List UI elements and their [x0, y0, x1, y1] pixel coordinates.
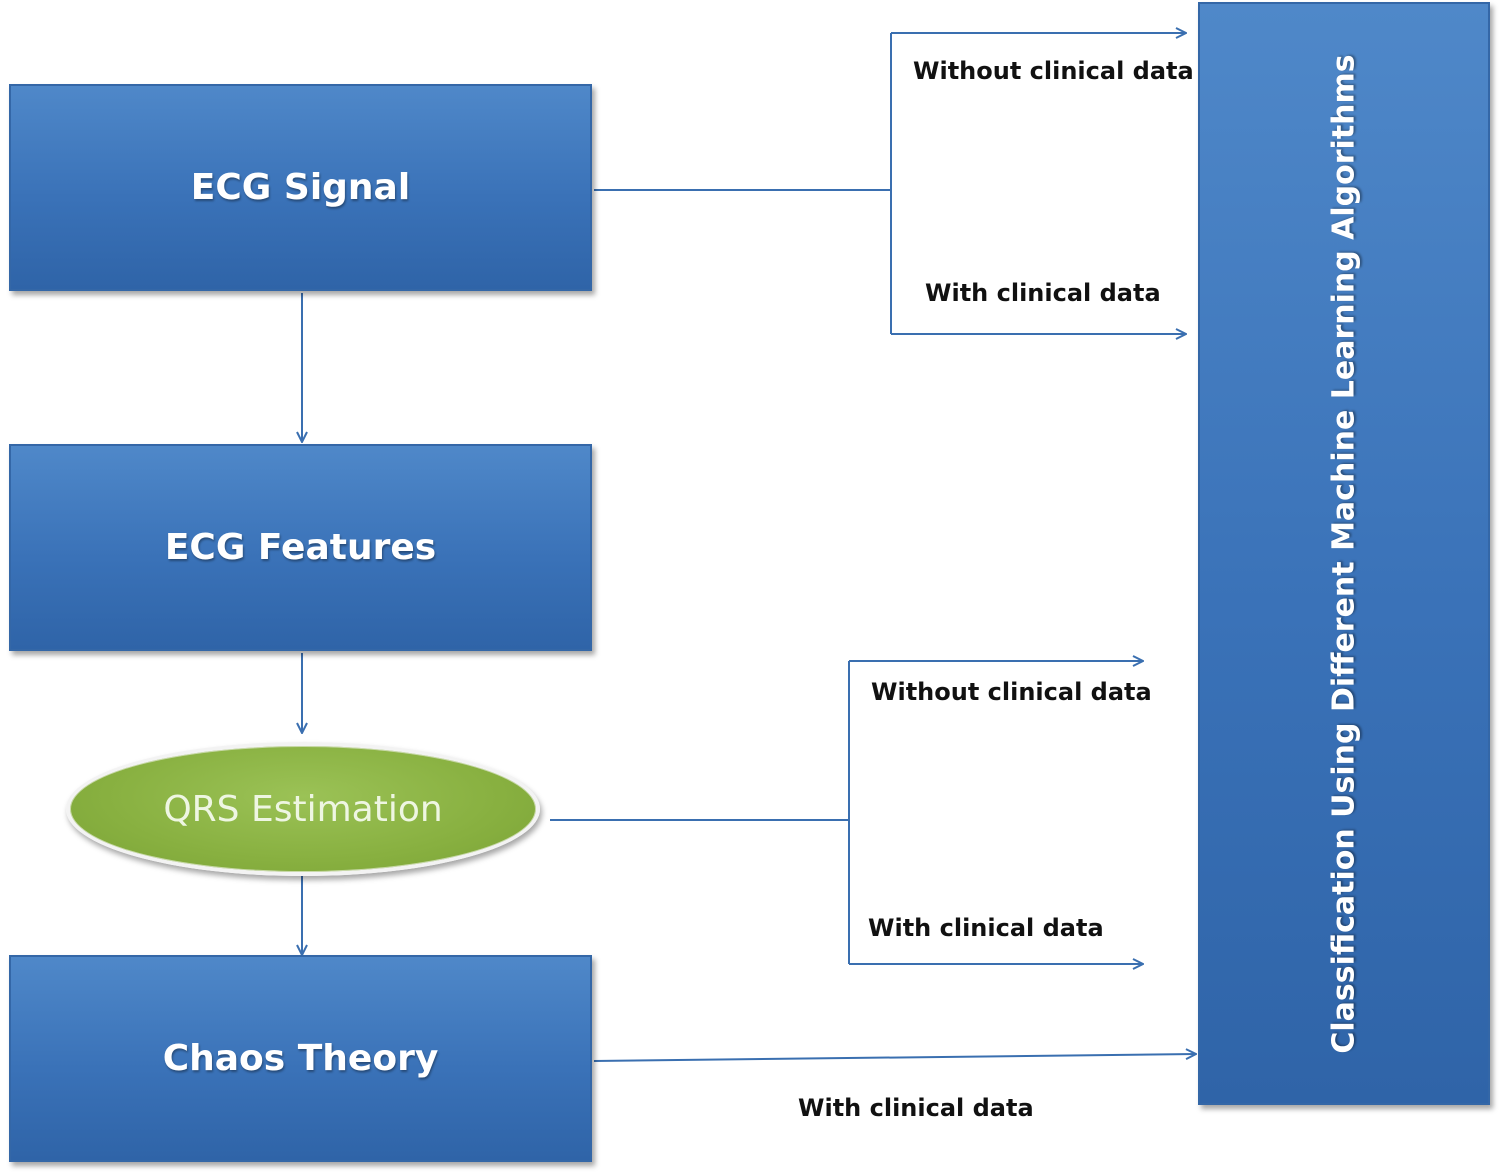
edge-label-qrs-without: Without clinical data — [871, 678, 1152, 706]
node-ecg-signal-label: ECG Signal — [190, 167, 411, 208]
node-ecg-signal: ECG Signal — [9, 84, 592, 291]
node-qrs-estimation: QRS Estimation — [66, 742, 540, 876]
edge-chaos-to-classification — [593, 1054, 1196, 1062]
edge-label-qrs-with: With clinical data — [868, 914, 1104, 942]
edge-label-chaos-with: With clinical data — [798, 1094, 1034, 1122]
node-classification-label: Classification Using Different Machine L… — [1326, 53, 1362, 1054]
node-ecg-features: ECG Features — [9, 444, 592, 651]
edge-label-signal-without: Without clinical data — [913, 57, 1194, 85]
edge-label-signal-with: With clinical data — [925, 279, 1161, 307]
node-classification: Classification Using Different Machine L… — [1198, 2, 1490, 1105]
node-chaos-theory: Chaos Theory — [9, 955, 592, 1162]
node-qrs-estimation-label: QRS Estimation — [163, 788, 443, 830]
node-chaos-theory-label: Chaos Theory — [162, 1038, 439, 1079]
node-ecg-features-label: ECG Features — [164, 527, 437, 568]
